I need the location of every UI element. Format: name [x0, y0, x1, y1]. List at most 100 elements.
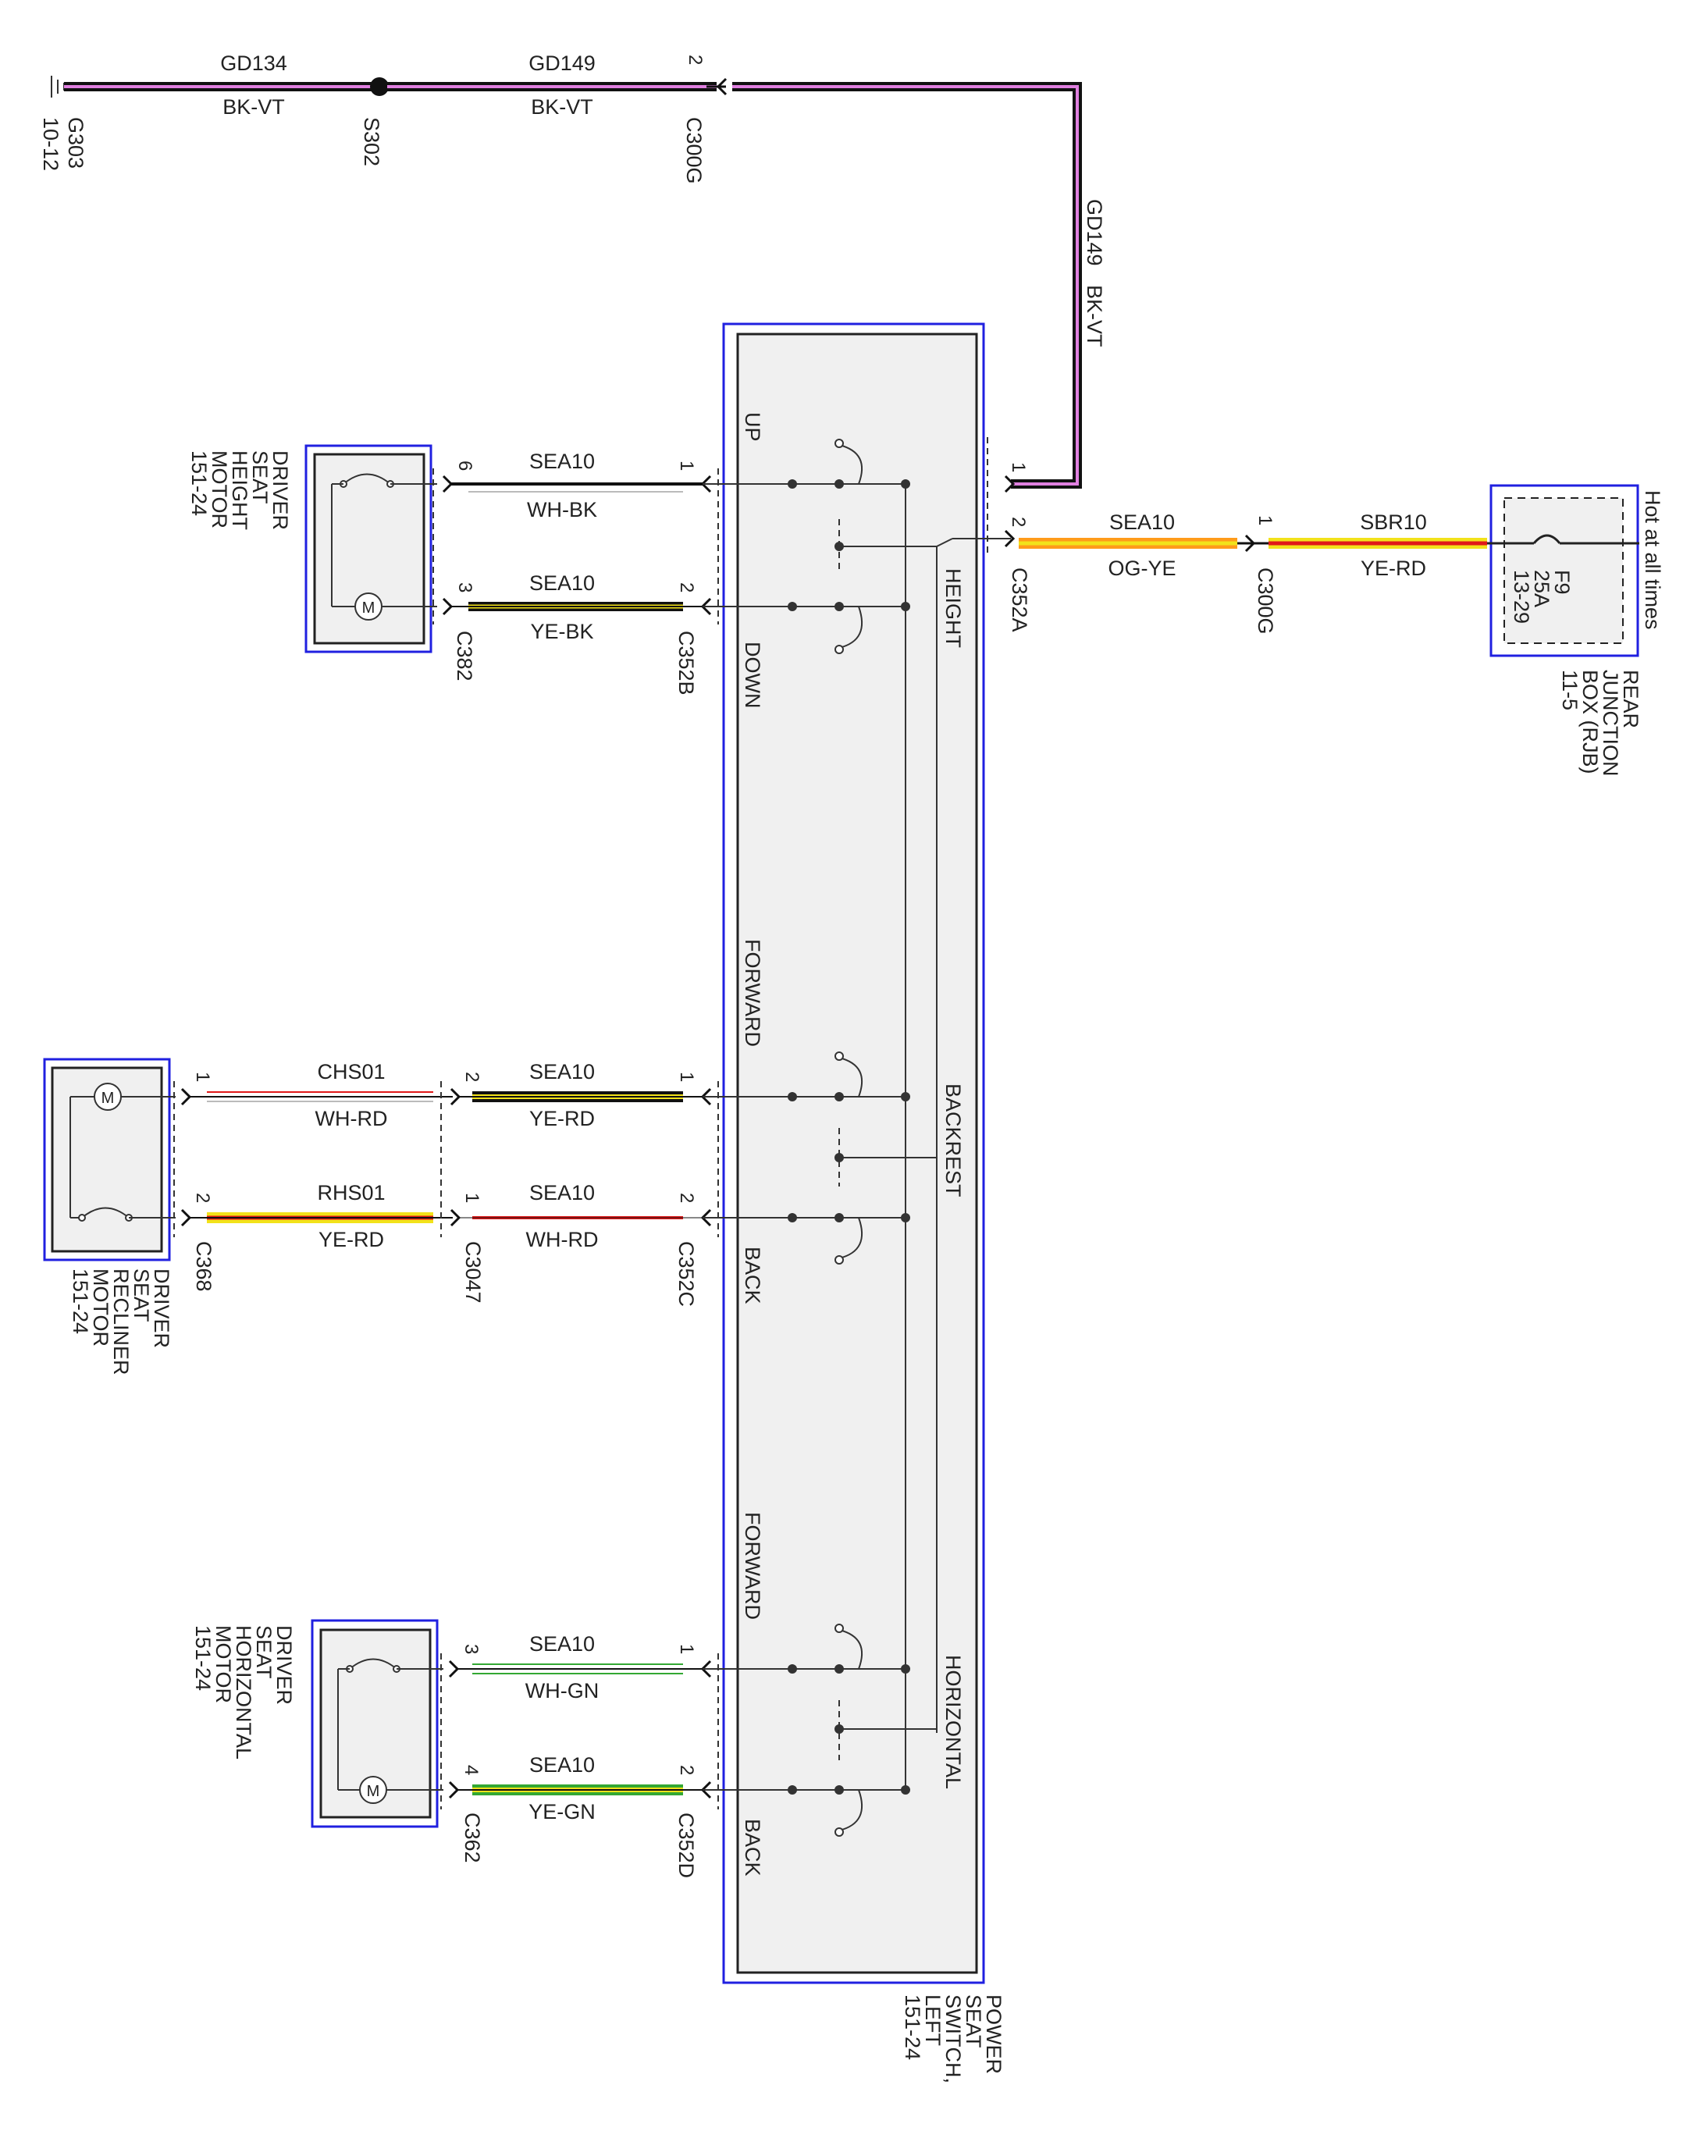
c352d-label: C352D	[674, 1813, 698, 1878]
c352c-pin-1: 1	[676, 1072, 697, 1082]
recliner-fwd-circuit: SEA10	[529, 1060, 595, 1083]
c352b-pin-2: 2	[676, 582, 697, 592]
horizontal-motor-pin-3: 3	[461, 1644, 482, 1654]
switch-name-line: SEAT	[962, 1994, 985, 2048]
switch-name: POWER SEAT SWITCH, LEFT 151-24	[901, 1994, 1005, 2083]
horizontal-motor-name-line: 151-24	[191, 1625, 215, 1691]
recliner-motor-pin-2: 2	[192, 1193, 213, 1203]
connector-c3047-symbol	[450, 1087, 461, 1227]
switch-name-line: SWITCH,	[941, 1994, 965, 2083]
recliner-motor-name-line: SEAT	[130, 1268, 153, 1322]
horizontal-motor-name-line: DRIVER	[272, 1625, 296, 1705]
height-down-color: YE-BK	[530, 620, 593, 643]
wire-chs01-wh-rd	[190, 1091, 453, 1102]
fuse-rating: 25A	[1530, 570, 1553, 607]
connector-c368-symbol	[180, 1087, 192, 1227]
feed-wire-2-circuit: SBR10	[1360, 511, 1427, 534]
connector-c362-symbol	[448, 1660, 460, 1799]
height-down-circuit: SEA10	[529, 571, 595, 595]
horizontal-back-color: YE-GN	[528, 1800, 596, 1823]
height-up-circuit: SEA10	[529, 450, 595, 473]
recliner-fwd-motor-color: WH-RD	[315, 1107, 388, 1130]
backrest-switch-contacts	[788, 1051, 937, 1265]
rjb-name-line: BOX (RJB)	[1578, 670, 1602, 774]
rjb-name-line: REAR	[1619, 670, 1642, 728]
horizontal-back-circuit: SEA10	[529, 1753, 595, 1777]
height-motor-pin-3: 3	[454, 582, 475, 592]
switch-name-line: POWER	[982, 1994, 1005, 2074]
gd149-label: GD149	[528, 52, 596, 75]
c352b-pin-1: 1	[676, 461, 697, 471]
motor-icon-m: M	[367, 1783, 380, 1800]
horizontal-fwd-color: WH-GN	[525, 1679, 599, 1702]
c352a-pin-2: 2	[1008, 517, 1029, 527]
s302-label: S302	[360, 117, 383, 166]
height-up-color: WH-BK	[527, 498, 597, 521]
c300g-pin-2: 2	[685, 55, 706, 65]
recliner-motor-pin-1: 1	[192, 1072, 213, 1082]
rjb-dashed-box	[1503, 497, 1624, 644]
gd134-label: GD134	[220, 52, 287, 75]
recliner-back-motor-color: YE-RD	[318, 1228, 384, 1251]
splice-dot	[370, 77, 389, 96]
c352d-pin-2: 2	[676, 1765, 697, 1775]
rjb-name-line: JUNCTION	[1599, 670, 1622, 777]
recliner-back-circuit: SEA10	[529, 1181, 595, 1204]
switch-name-line: LEFT	[921, 1994, 945, 2046]
c352b-label: C352B	[674, 631, 698, 696]
motor-icon-m: M	[101, 1090, 115, 1107]
riser-circuit-label: GD149	[1083, 199, 1106, 266]
riser-color-label: BK-VT	[1083, 285, 1106, 347]
connector-c300g-feed-symbol	[1237, 534, 1269, 553]
connector-c352a-symbol	[1004, 475, 1016, 548]
switch-down-label: DOWN	[741, 642, 764, 708]
switch-horizontal-forward-label: FORWARD	[741, 1512, 764, 1620]
gd134-color: BK-VT	[222, 95, 285, 119]
g303-ref: 10-12	[39, 117, 62, 171]
connector-c382-symbol	[442, 475, 454, 616]
motor-icon	[359, 1776, 387, 1804]
height-motor-pin-6: 6	[454, 461, 475, 471]
height-motor-name-line: HEIGHT	[228, 450, 251, 530]
recliner-motor-name: DRIVER SEAT RECLINER MOTOR 151-24	[69, 1268, 173, 1375]
height-motor-name-line: DRIVER	[269, 450, 292, 530]
rjb-name-line: 11-5	[1558, 670, 1582, 710]
feed-wire-1-circuit: SEA10	[1109, 511, 1175, 534]
c3047-pin-2: 2	[461, 1072, 482, 1082]
switch-backrest-label: BACKREST	[941, 1083, 965, 1197]
c3047-pin-1: 1	[461, 1193, 482, 1203]
switch-backrest-back-label: BACK	[741, 1247, 764, 1304]
horizontal-motor-pin-4: 4	[461, 1765, 482, 1775]
c300g-feed-pin-1: 1	[1254, 515, 1276, 525]
wire-wh-gn	[457, 1663, 703, 1674]
switch-name-line: 151-24	[901, 1994, 924, 2060]
recliner-back-color: WH-RD	[526, 1228, 599, 1251]
recliner-back-motor-circuit: RHS01	[317, 1181, 385, 1204]
g303-label: G303	[64, 117, 87, 169]
c362-label: C362	[461, 1813, 484, 1863]
switch-horizontal-back-label: BACK	[741, 1819, 764, 1877]
hot-at-all-times-label: Hot at all times	[1641, 490, 1664, 630]
height-switch-contacts	[788, 439, 937, 654]
ground-symbol	[51, 76, 65, 98]
motor-icon-m: M	[362, 599, 375, 617]
motor-icon	[354, 592, 383, 621]
c3047-label: C3047	[461, 1241, 485, 1304]
recliner-fwd-motor-circuit: CHS01	[317, 1060, 385, 1083]
switch-bus-lines	[905, 484, 938, 1788]
height-motor-name-line: MOTOR	[208, 450, 231, 528]
switch-height-label: HEIGHT	[941, 568, 965, 648]
fuse-name: F9	[1550, 570, 1574, 595]
c352c-pin-2: 2	[676, 1193, 697, 1203]
feed-wire-1-color: OG-YE	[1108, 557, 1176, 580]
c382-label: C382	[453, 631, 476, 681]
switch-horizontal-label: HORIZONTAL	[941, 1655, 965, 1789]
horizontal-motor-name: DRIVER SEAT HORIZONTAL MOTOR 151-24	[191, 1625, 296, 1759]
switch-up-label: UP	[741, 412, 764, 442]
recliner-motor-name-line: MOTOR	[89, 1268, 112, 1347]
connector-c352d-symbol	[700, 1660, 712, 1799]
gd149-color: BK-VT	[531, 95, 593, 119]
switch-backrest-forward-label: FORWARD	[741, 939, 764, 1047]
